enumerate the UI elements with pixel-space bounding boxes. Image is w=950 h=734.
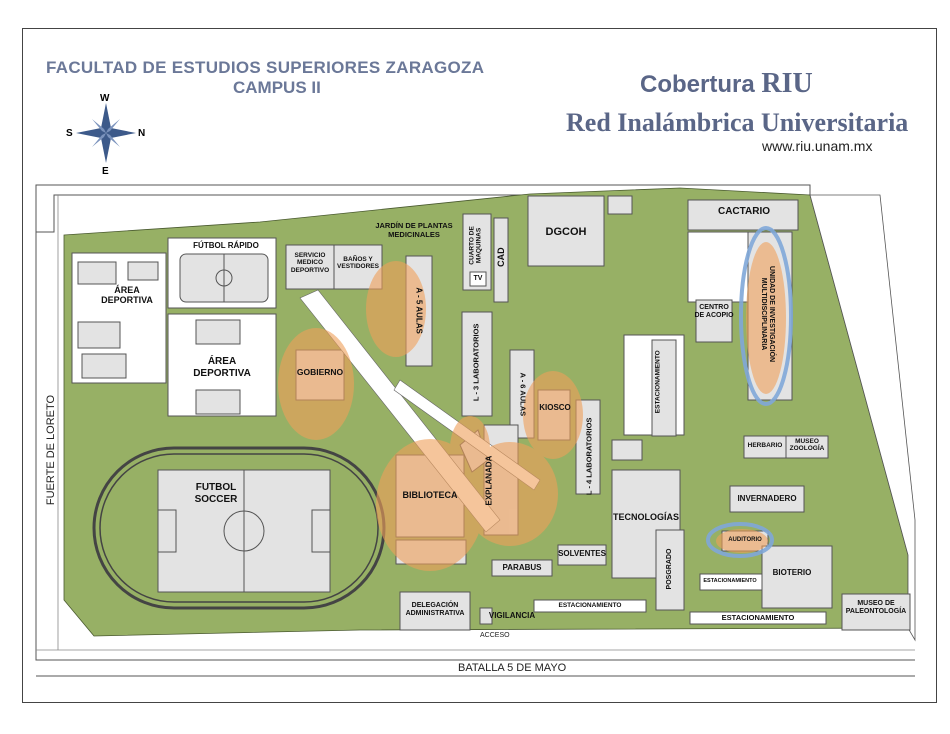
label-biblioteca: BIBLIOTECA [402, 490, 458, 500]
label-area-deportiva-1: ÁREA DEPORTIVA [101, 285, 153, 306]
label-l4: L - 4 LABORATORIOS [584, 417, 594, 496]
street-batalla-5-de-mayo: BATALLA 5 DE MAYO [458, 662, 567, 674]
label-bioterio: BIOTERIO [772, 568, 812, 577]
label-tecnologias: TECNOLOGÍAS [612, 512, 679, 522]
label-servicio-medico: SERVICIO MEDICO DEPORTIVO [290, 252, 330, 274]
label-dgcoh: DGCOH [545, 226, 587, 238]
label-cuarto-maquinas: CUARTO DE MAQUINAS [468, 226, 483, 265]
label-area-deportiva-2: ÁREA DEPORTIVA [193, 356, 251, 379]
label-posgrado: POSGRADO [665, 548, 673, 590]
riu-full-name: Red Inalámbrica Universitaria [566, 108, 909, 137]
label-estacionamiento-bioterio: ESTACIONAMIENTO [703, 578, 757, 584]
label-cad: CAD [495, 247, 506, 267]
label-museo-zoologia: MUSEO ZOOLOGÍA [789, 438, 825, 453]
label-estacionamiento-2: ESTACIONAMIENTO [721, 613, 795, 622]
label-solventes: SOLVENTES [558, 549, 606, 558]
label-auditorio: AUDITORIO [728, 537, 762, 543]
riu-url[interactable]: www.riu.unam.mx [762, 138, 873, 154]
label-jardin: JARDÍN DE PLANTAS MEDICINALES [375, 221, 453, 239]
label-cactario: CACTARIO [717, 206, 771, 217]
compass-w: W [100, 93, 110, 104]
label-vigilancia: VIGILANCIA [488, 611, 536, 620]
label-estacionamiento-vertical: ESTACIONAMIENTO [654, 350, 662, 414]
riu-prefix: Cobertura [640, 71, 762, 98]
label-centro-acopio: CENTRO DE ACOPIO [694, 304, 734, 320]
label-herbario: HERBARIO [747, 442, 783, 449]
label-delegacion: DELEGACIÓN ADMINISTRATIVA [405, 602, 465, 618]
campus-title: FACULTAD DE ESTUDIOS SUPERIORES ZARAGOZA [46, 58, 485, 77]
label-banos: BAÑOS Y VESTIDORES [337, 256, 379, 271]
label-futbol-soccer: FUTBOL SOCCER [194, 482, 238, 505]
label-tv: TV [473, 275, 483, 282]
label-estacionamiento-1: ESTACIONAMIENTO [558, 602, 622, 609]
label-l3: L - 3 LABORATORIOS [471, 323, 481, 402]
riu-abbr: RIU [761, 68, 813, 99]
label-museo-paleontologia: MUSEO DE PALEONTOLOGÍA [845, 600, 907, 616]
label-a5: A - 5 AULAS [414, 287, 424, 334]
label-explanada: EXPLANADA [484, 455, 494, 506]
label-gobierno: GOBIERNO [296, 367, 344, 377]
label-futbol-rapido: FÚTBOL RÁPIDO [193, 241, 259, 250]
label-parabus: PARABUS [502, 563, 542, 572]
label-a6: A - 6 AULAS [518, 372, 528, 417]
label-kiosco: KIOSCO [539, 403, 571, 412]
riu-heading: Cobertura RIU [640, 68, 813, 100]
label-acceso: ACCESO [480, 632, 510, 639]
compass-n: N [138, 128, 146, 139]
label-unidad-investigacion: UNIDAD DE INVESTIGACIÓN MULTIDISCIPLINAR… [760, 266, 776, 363]
compass-s: S [66, 128, 73, 139]
campus-subtitle: CAMPUS II [233, 78, 321, 97]
label-invernadero: INVERNADERO [737, 494, 797, 503]
street-fuerte-de-loreto: FUERTE DE LORETO [45, 394, 57, 506]
compass-e: E [102, 166, 109, 177]
